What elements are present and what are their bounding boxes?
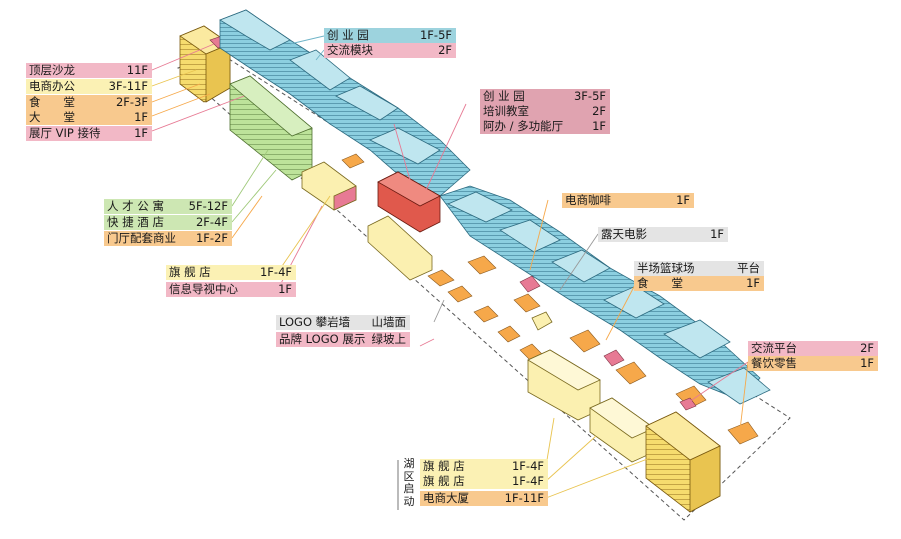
flagship-small [367, 215, 553, 331]
label-name: 电商办公 [29, 79, 75, 93]
label-floors: 1F-5F [419, 28, 452, 42]
label-name: 旗 舰 店 [423, 459, 465, 473]
label-cinema: 露天电影 1F [598, 227, 728, 242]
label-floors: 3F-5F [573, 89, 606, 103]
label-name: LOGO 攀岩墙 [279, 315, 351, 329]
label-floors: 2F-3F [115, 95, 148, 109]
flagship-lower [527, 349, 655, 463]
label-floors: 1F [676, 193, 690, 207]
ecommerce-tower [645, 411, 721, 513]
label-name: 展厅 VIP 接待 [29, 126, 101, 140]
label-name: 品牌 LOGO 展示 [279, 332, 366, 346]
startup-park [219, 9, 771, 405]
label-peixun: 培训教室 2F [480, 104, 610, 119]
label-floors: 1F-4F [511, 459, 544, 473]
label-floors: 1F [134, 126, 148, 140]
leader-lines-blue [289, 35, 325, 61]
label-name: 交流平台 [751, 341, 797, 355]
label-floors: 1F-11F [504, 491, 544, 505]
label-floors: 1F [710, 227, 724, 241]
label-chuangye-a: 创 业 园 1F-5F [324, 28, 456, 43]
label-floors: 11F [126, 63, 148, 77]
label-dingceng: 顶层沙龙 11F [26, 63, 152, 78]
label-logo-climb: LOGO 攀岩墙 山墙面 [276, 315, 410, 330]
retail-block [301, 161, 357, 211]
label-name: 旗 舰 店 [423, 474, 465, 488]
label-kuaijie: 快 捷 酒 店 2F-4F [104, 215, 232, 230]
label-name: 食 堂 [637, 276, 683, 290]
leader-lines-orange [151, 83, 749, 431]
label-name: 交流模块 [327, 43, 373, 57]
label-floors: 1F [592, 119, 606, 133]
label-ziban: 阿办 / 多功能厅 1F [480, 119, 610, 134]
leader-lines-gray [433, 233, 599, 323]
label-floors: 1F [134, 110, 148, 124]
label-dianshang-office: 电商办公 3F-11F [26, 79, 152, 94]
label-basketball: 半场篮球场 平台 [634, 261, 764, 276]
label-name: 半场篮球场 [637, 261, 695, 275]
label-zhanting: 展厅 VIP 接待 1F [26, 126, 152, 141]
label-datang: 大 堂 1F [26, 110, 152, 125]
label-name: 电商咖啡 [565, 193, 611, 207]
label-canyin: 餐饮零售 1F [748, 356, 878, 371]
label-floors: 2F-4F [195, 215, 228, 229]
label-floors: 2F [860, 341, 874, 355]
label-name: 培训教室 [483, 104, 529, 118]
label-floors: 2F [438, 43, 452, 57]
label-qijian-a: 旗 舰 店 1F-4F [166, 265, 296, 280]
label-name: 门厅配套商业 [107, 231, 176, 245]
label-floors: 1F [860, 356, 874, 370]
label-menting: 门厅配套商业 1F-2F [104, 231, 232, 246]
label-floors: 1F-2F [195, 231, 228, 245]
apartment-block [229, 75, 313, 181]
label-name: 顶层沙龙 [29, 63, 75, 77]
label-logo-display: 品牌 LOGO 展示 绿坡上 [276, 332, 410, 347]
label-name: 快 捷 酒 店 [107, 215, 164, 229]
leader-lines-green [231, 149, 277, 223]
label-name: 人 才 公 寓 [107, 199, 164, 213]
label-name: 大 堂 [29, 110, 75, 124]
label-shitang-b: 食 堂 1F [634, 276, 764, 291]
label-name: 阿办 / 多功能厅 [483, 119, 564, 133]
label-shitang-a: 食 堂 2F-3F [26, 95, 152, 110]
label-floors: 1F [278, 282, 292, 296]
label-jiaoliu-mokuai: 交流模块 2F [324, 43, 456, 58]
label-floors: 1F [746, 276, 760, 290]
ribbon-accents [519, 275, 697, 411]
label-floors: 山墙面 [371, 315, 407, 329]
label-rencai: 人 才 公 寓 5F-12F [104, 199, 232, 214]
label-name: 创 业 园 [327, 28, 369, 42]
label-floors: 绿坡上 [371, 332, 407, 346]
label-floors: 1F-4F [259, 265, 292, 279]
label-name: 旗 舰 店 [169, 265, 211, 279]
label-jiaoliu-pingtai: 交流平台 2F [748, 341, 878, 356]
label-name: 信息导视中心 [169, 282, 238, 296]
leader-lines-yellow [151, 69, 651, 499]
label-name: 食 堂 [29, 95, 75, 109]
label-floors: 5F-12F [188, 199, 228, 213]
label-name: 餐饮零售 [751, 356, 797, 370]
label-floors: 3F-11F [108, 79, 148, 93]
label-xinxi: 信息导视中心 1F [166, 282, 296, 297]
label-cafe: 电商咖啡 1F [562, 193, 694, 208]
label-chuangye-b: 创 业 园 3F-5F [480, 89, 610, 104]
label-floors: 2F [592, 104, 606, 118]
training-hall [377, 171, 441, 233]
lake-zone-label: 湖区启动 [403, 457, 415, 508]
label-floors: 1F-4F [511, 474, 544, 488]
label-qijian-c: 旗 舰 店 1F-4F [420, 474, 548, 489]
label-name: 电商大厦 [423, 491, 469, 505]
label-floors: 平台 [737, 261, 760, 275]
label-qijian-b: 旗 舰 店 1F-4F [420, 459, 548, 474]
ribbon-slabs [341, 153, 759, 445]
label-name: 露天电影 [601, 227, 647, 241]
label-dasha: 电商大厦 1F-11F [420, 491, 548, 506]
label-name: 创 业 园 [483, 89, 525, 103]
